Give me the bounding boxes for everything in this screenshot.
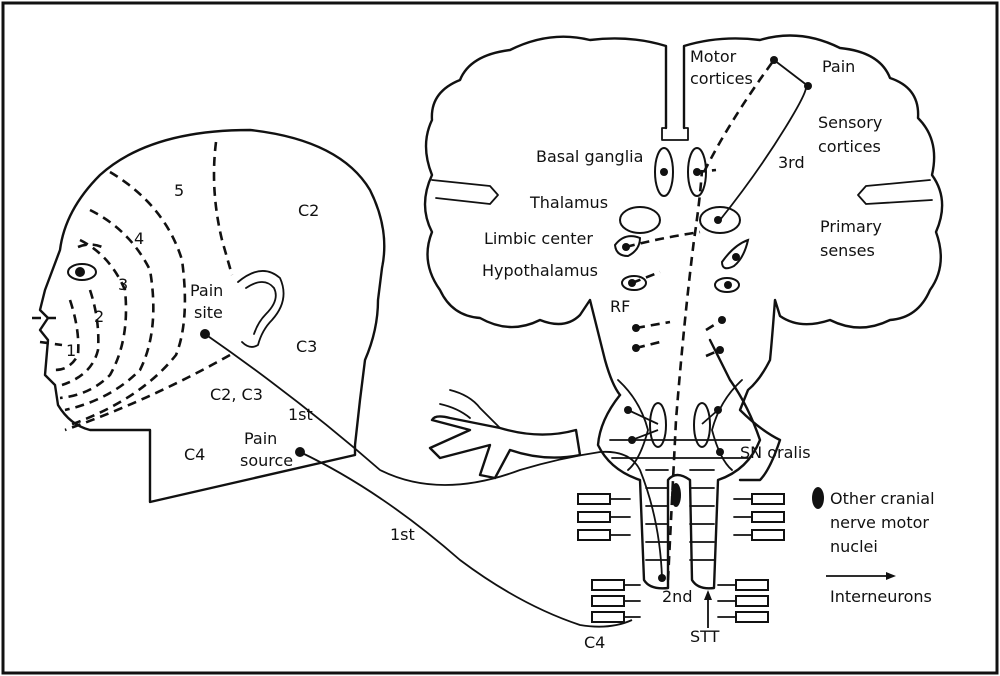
label-primary-senses-1: Primary xyxy=(820,217,882,236)
label-other-nuclei-1: Other cranial xyxy=(830,489,935,508)
label-stt: STT xyxy=(690,627,720,646)
vertebrae-left xyxy=(577,493,641,623)
label-rf: RF xyxy=(610,297,630,316)
label-zone-4: 4 xyxy=(134,229,144,248)
label-pain-source-1: Pain xyxy=(244,429,277,448)
label-interneurons: Interneurons xyxy=(830,587,932,606)
label-other-nuclei-3: nuclei xyxy=(830,537,878,556)
label-sensory-cortices-1: Sensory xyxy=(818,113,882,132)
label-second-order: 2nd xyxy=(662,587,692,606)
label-c2: C2 xyxy=(298,201,319,220)
label-pain-site-1: Pain xyxy=(190,281,223,300)
sn-oralis-left xyxy=(649,402,667,448)
second-order-neuron xyxy=(666,169,704,581)
label-sensory-cortices-2: cortices xyxy=(818,137,881,156)
label-c4-neck: C4 xyxy=(184,445,205,464)
label-zone-2: 2 xyxy=(94,307,104,326)
pathway-dots xyxy=(200,56,824,582)
label-zone-1: 1 xyxy=(66,341,76,360)
label-motor-cortices-1: Motor xyxy=(690,47,737,66)
label-motor-cortices-2: cortices xyxy=(690,69,753,88)
first-order-neuron-lower xyxy=(299,451,633,628)
label-sn-oralis: SN oralis xyxy=(740,443,811,462)
label-limbic-center: Limbic center xyxy=(484,229,593,248)
cranial-motor-nucleus xyxy=(671,483,681,507)
label-third-order: 3rd xyxy=(778,153,805,172)
ear xyxy=(237,270,285,348)
label-hypothalamus: Hypothalamus xyxy=(482,261,598,280)
label-basal-ganglia: Basal ganglia xyxy=(536,147,643,166)
label-first-order-lower: 1st xyxy=(390,525,415,544)
vertebrae-right xyxy=(717,493,785,623)
first-order-neuron-upper xyxy=(204,333,663,579)
label-pain: Pain xyxy=(822,57,855,76)
brainstem xyxy=(596,338,762,590)
labels: Motor cortices Pain Sensory cortices 3rd… xyxy=(66,47,935,652)
label-c3: C3 xyxy=(296,337,317,356)
sn-oralis-right xyxy=(693,402,711,448)
legend-motor-nucleus-icon xyxy=(812,487,824,509)
label-zone-5: 5 xyxy=(174,181,184,200)
pathways xyxy=(204,59,896,628)
label-pain-site-2: site xyxy=(194,303,223,322)
brain-outline xyxy=(423,34,944,482)
dermatome-boundaries xyxy=(54,141,234,432)
trigeminal-nerve xyxy=(428,389,582,480)
label-c2-c3: C2, C3 xyxy=(210,385,263,404)
thalamus-left xyxy=(619,206,661,234)
label-first-order-upper: 1st xyxy=(288,405,313,424)
label-other-nuclei-2: nerve motor xyxy=(830,513,929,532)
label-c4-spine: C4 xyxy=(584,633,605,652)
third-order-neuron xyxy=(719,87,807,221)
label-zone-3: 3 xyxy=(118,275,128,294)
label-thalamus: Thalamus xyxy=(529,193,608,212)
label-pain-source-2: source xyxy=(240,451,293,470)
head-profile xyxy=(32,128,386,504)
label-primary-senses-2: senses xyxy=(820,241,875,260)
